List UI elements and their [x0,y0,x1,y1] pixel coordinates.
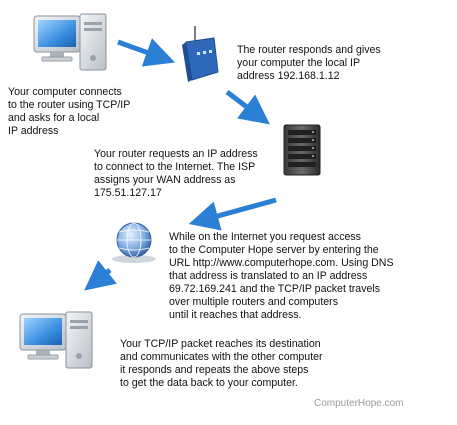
step-2-line-1: The router responds and gives [237,44,381,56]
desktop-computer-icon [33,13,107,71]
step-4-line-2: to the Computer Hope server by entering … [169,244,379,256]
step-4-line-1: While on the Internet you request access [169,231,361,243]
step-5-line-2: and communicates with the other computer [120,351,323,363]
step-4-line-4: that address is translated to an IP addr… [169,270,368,282]
step-4-line-3: URL http://www.computerhope.com. Using D… [169,257,394,269]
step-4-text: While on the Internet you request access… [169,231,394,322]
step-5-line-4: to get the data back to your computer. [120,377,298,389]
arrow-computer-to-router [117,38,176,67]
step-2-text: The router responds and gives your compu… [237,44,381,83]
step-2-line-3: address 192.168.1.12 [237,70,340,82]
step-5-line-1: Your TCP/IP packet reaches its destinati… [120,338,321,350]
step-3-text: Your router requests an IP address to co… [94,148,258,200]
step-4-line-6: over multiple routers and computers [169,296,338,308]
step-1-line-1: Your computer connects [8,86,122,98]
step-2-line-2: your computer the local IP [237,57,361,69]
step-4-line-5: 69.72.169.241 and the TCP/IP packet trav… [169,283,381,295]
step-1-line-3: and asks for a local [8,112,100,124]
step-1-text: Your computer connects to the router usi… [8,86,130,138]
arrow-globe-to-computer [84,260,117,291]
step-5-line-3: it responds and repeats the above steps [120,364,309,376]
step-5-text: Your TCP/IP packet reaches its destinati… [120,338,323,390]
step-3-line-4: 175.51.127.17 [94,187,162,199]
globe-icon [112,222,156,263]
watermark: ComputerHope.com [314,398,404,409]
step-1-line-2: to the router using TCP/IP [8,99,131,111]
step-1-line-4: IP address [8,125,59,137]
desktop-computer-icon [19,311,93,369]
arrow-router-to-server [225,90,270,125]
step-4-line-7: until it reaches that address. [169,309,302,321]
step-3-line-3: assigns your WAN address as [94,174,236,186]
step-3-line-2: to connect to the Internet. The ISP [94,161,256,173]
arrow-server-to-globe [188,197,277,231]
router-icon [182,26,219,82]
server-icon [283,124,321,176]
step-3-line-1: Your router requests an IP address [94,148,258,160]
